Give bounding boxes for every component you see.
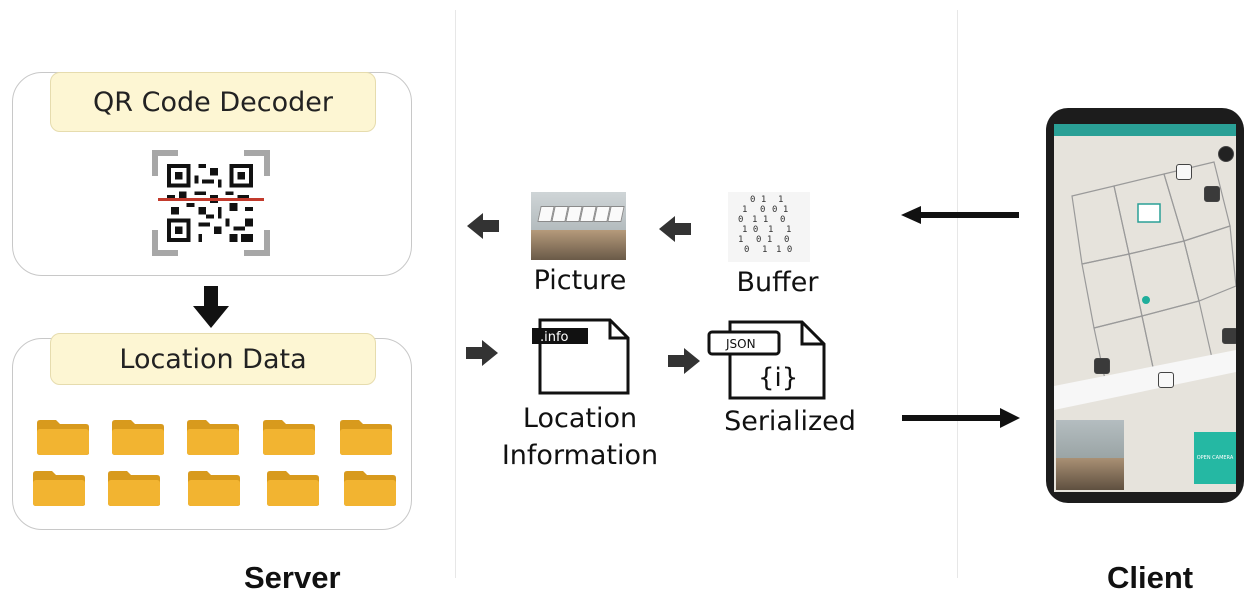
svg-text:0: 0: [738, 215, 743, 225]
json-symbol: {i}: [758, 363, 798, 393]
svg-text:1: 1: [778, 195, 783, 205]
stairs-icon: [1204, 186, 1220, 202]
folder-icon: [33, 471, 85, 506]
folder-icon: [112, 420, 164, 455]
folder-icon: [263, 420, 315, 455]
svg-text:0: 0: [744, 245, 749, 255]
exit-icon: [1158, 372, 1174, 388]
folder-icon: [188, 471, 240, 506]
arrow-left-icon: [901, 206, 1019, 224]
location-information-label: Location Information: [470, 400, 690, 474]
svg-text:1: 1: [742, 205, 747, 215]
qr-code-icon: [152, 150, 270, 256]
elevator-icon: [1176, 164, 1192, 180]
folder-icon: [267, 471, 319, 506]
smartphone: OPEN CAMERA: [1046, 108, 1244, 503]
folder-icon: [37, 420, 89, 455]
arrow-right-icon: [668, 348, 700, 374]
info-tag: .info: [540, 330, 569, 345]
folder-icon: [108, 471, 160, 506]
location-information-line-2: Information: [501, 440, 659, 471]
arrow-left-icon: [659, 216, 691, 242]
arrow-right-icon: [902, 408, 1020, 428]
qr-decoder-label: QR Code Decoder: [50, 72, 376, 132]
svg-text:1: 1: [786, 225, 791, 235]
status-bar: [1054, 124, 1236, 136]
phone-screen-map: OPEN CAMERA: [1054, 124, 1236, 492]
arrow-right-icon: [466, 340, 498, 366]
picture-thumbnail: [531, 192, 626, 260]
eye-icon[interactable]: [1218, 146, 1234, 162]
svg-text:1 1: 1 1: [752, 215, 768, 225]
divider-right: [957, 10, 958, 578]
phone-picture-preview: [1056, 420, 1124, 490]
server-label: Server: [244, 560, 341, 595]
folder-icon: [344, 471, 396, 506]
folder-icon: [187, 420, 239, 455]
info-file-icon: .info: [532, 318, 630, 395]
location-information-line-1: Location: [522, 403, 638, 434]
svg-text:1 0: 1 0: [742, 225, 758, 235]
svg-text:1 0: 1 0: [776, 245, 792, 255]
stairs-icon: [1094, 358, 1110, 374]
svg-text:0 1: 0 1: [750, 195, 766, 205]
json-file-icon: JSON {i}: [707, 320, 826, 400]
svg-text:0 1: 0 1: [772, 205, 788, 215]
svg-text:0: 0: [780, 215, 785, 225]
svg-text:1: 1: [768, 225, 773, 235]
svg-text:1: 1: [738, 235, 743, 245]
location-dot: [1142, 296, 1150, 304]
svg-text:0 1: 0 1: [756, 235, 772, 245]
down-arrow-icon: [193, 286, 229, 328]
divider-left: [455, 10, 456, 578]
svg-text:1: 1: [762, 245, 767, 255]
folder-icon: [340, 420, 392, 455]
serialized-label: Serialized: [724, 406, 856, 437]
buffer-label: Buffer: [736, 267, 819, 298]
picture-label: Picture: [533, 265, 627, 296]
open-camera-button[interactable]: OPEN CAMERA: [1194, 432, 1236, 484]
svg-text:0: 0: [760, 205, 765, 215]
json-tag: JSON: [725, 337, 756, 351]
arrow-left-icon: [467, 213, 499, 239]
client-label: Client: [1107, 560, 1194, 595]
stairs-icon: [1222, 328, 1236, 344]
svg-text:0: 0: [784, 235, 789, 245]
location-data-label: Location Data: [50, 333, 376, 385]
